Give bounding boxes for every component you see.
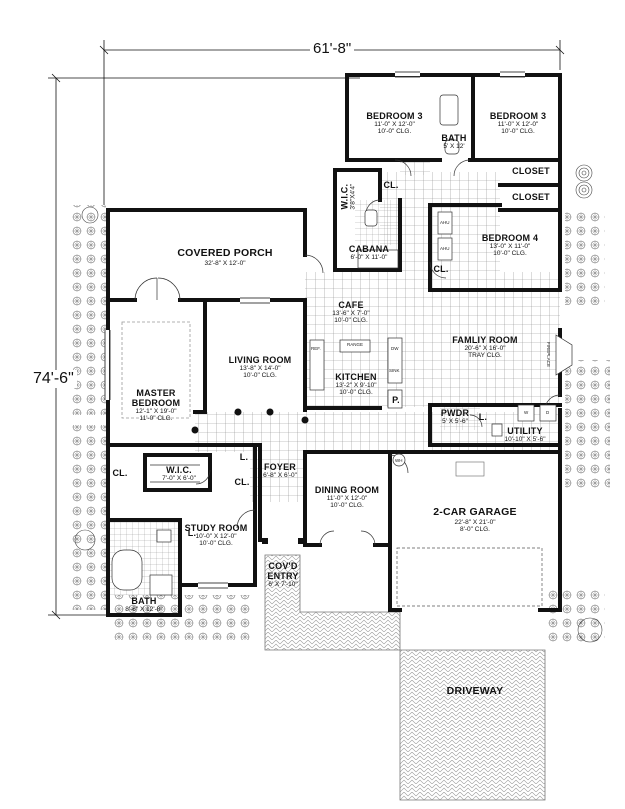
driveway-paving	[264, 554, 546, 801]
sink-label: SINK	[389, 368, 400, 373]
dw-label: DW	[391, 346, 399, 351]
driveway-label: DRIVEWAY	[446, 685, 504, 697]
ahu-label-1: AHU	[440, 220, 450, 225]
water-heater-label: WH	[395, 458, 403, 463]
pantry-label: P.	[392, 395, 400, 405]
room-closet-1: CLOSET	[512, 166, 550, 176]
washer-label: W	[524, 410, 529, 415]
garage-skylight	[455, 461, 485, 477]
depth-dimension: 74'-6"	[30, 370, 77, 388]
walls	[106, 73, 562, 617]
linen-label-study: L.	[187, 528, 197, 538]
landscaping	[68, 164, 610, 645]
ahu-label-2: AHU	[440, 246, 450, 251]
closet-label-upper: CL.	[383, 180, 399, 190]
room-wic-master: W.I.C.7'-0" X 6'-0"	[162, 465, 196, 483]
dryer-label: D	[546, 410, 550, 415]
closet-label-bedroom-4: CL.	[433, 264, 449, 274]
garage-door-opening	[396, 547, 543, 607]
width-dimension: 61'-8"	[310, 40, 355, 57]
room-closet-2: CLOSET	[512, 192, 550, 202]
room-wic-upper: W.I.C.3'8"X4'4"	[339, 183, 357, 210]
linen-label-pwdr: L.	[478, 412, 488, 422]
columns	[191, 408, 309, 544]
fireplace-label: FIREPLACE	[546, 341, 552, 368]
closet-label-master: CL.	[112, 468, 128, 478]
range-label: RANGE	[347, 342, 364, 347]
windows	[104, 71, 525, 589]
fixtures	[111, 94, 573, 596]
master-tray-ceiling	[121, 321, 191, 419]
linen-label-wic: L.	[239, 452, 249, 462]
ref-label: REF.	[311, 346, 321, 351]
closet-label-foyer: CL.	[234, 477, 250, 487]
